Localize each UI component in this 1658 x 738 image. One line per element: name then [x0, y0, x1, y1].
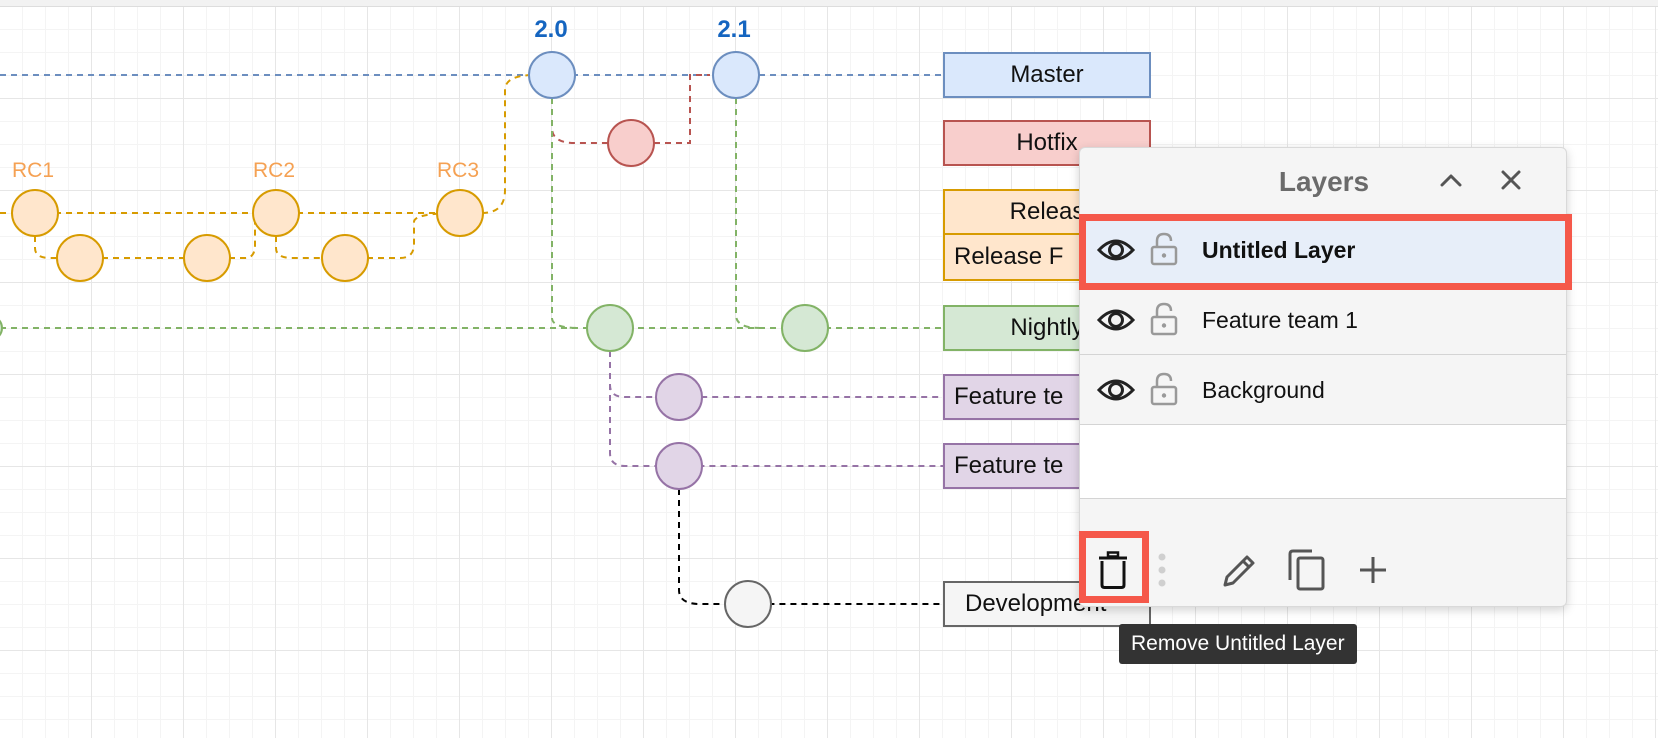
version-label-2-1: 2.1	[717, 16, 751, 43]
development-connector	[678, 489, 943, 605]
pencil-icon	[1223, 555, 1255, 587]
layers-toolbar	[1080, 532, 1566, 606]
release-node-rc3[interactable]	[436, 189, 484, 237]
close-icon	[1501, 170, 1521, 190]
nightly-node-2[interactable]	[781, 304, 829, 352]
layer-row-feature-team-1[interactable]: Feature team 1	[1080, 285, 1566, 355]
feature-2-connector	[609, 351, 943, 467]
master-to-nightly-connector-1	[551, 98, 581, 329]
release-sub-connector-1	[34, 236, 80, 259]
release-node-rc1[interactable]	[11, 189, 59, 237]
version-label-2-0: 2.0	[534, 16, 568, 43]
unlock-icon[interactable]	[1150, 302, 1178, 336]
release-sub-node-1[interactable]	[56, 234, 104, 282]
more-options-button[interactable]	[1147, 542, 1177, 598]
rc-label-1: RC1	[11, 159, 54, 182]
hotfix-node[interactable]	[607, 119, 655, 167]
hotfix-connector-out	[654, 74, 710, 144]
layers-panel: Layers Untitle	[1079, 147, 1567, 607]
chevron-up-icon	[1440, 174, 1462, 187]
master-node-2-0[interactable]	[528, 51, 576, 99]
layer-name: Feature team 1	[1202, 307, 1358, 333]
vertical-dots-icon	[1158, 553, 1166, 587]
layer-name: Untitled Layer	[1202, 237, 1356, 263]
duplicate-icon	[1288, 549, 1325, 591]
rc-label-2: RC2	[252, 159, 295, 182]
eye-icon[interactable]	[1097, 304, 1135, 336]
unlock-icon[interactable]	[1150, 372, 1178, 406]
add-layer-button[interactable]	[1345, 542, 1401, 598]
edit-layer-button[interactable]	[1212, 542, 1268, 598]
duplicate-layer-button[interactable]	[1278, 542, 1334, 598]
nightly-node-1[interactable]	[586, 304, 634, 352]
close-panel-button[interactable]	[1493, 162, 1529, 198]
layer-row-untitled-layer[interactable]: Untitled Layer	[1080, 215, 1566, 285]
feature-1-node[interactable]	[655, 373, 703, 421]
master-node-2-1[interactable]	[712, 51, 760, 99]
release-sub-node-2[interactable]	[183, 234, 231, 282]
eye-icon[interactable]	[1097, 234, 1135, 266]
delete-tooltip: Remove Untitled Layer	[1119, 624, 1357, 664]
branch-label-master[interactable]: Master	[943, 52, 1151, 98]
canvas-top-border	[0, 0, 1658, 7]
feature-2-node[interactable]	[655, 442, 703, 490]
release-node-rc2[interactable]	[252, 189, 300, 237]
release-sub-connector-4	[345, 212, 461, 259]
release-to-master-connector	[481, 74, 536, 214]
layers-panel-title: Layers	[1278, 166, 1370, 197]
master-to-nightly-connector-2	[735, 98, 761, 329]
release-sub-node-3[interactable]	[321, 234, 369, 282]
trash-icon	[1099, 551, 1127, 589]
hotfix-connector-in	[551, 98, 630, 144]
rc-label-3: RC3	[436, 159, 479, 182]
collapse-panel-button[interactable]	[1433, 162, 1469, 198]
delete-layer-button[interactable]	[1085, 542, 1141, 598]
nightly-node-edge[interactable]	[0, 316, 3, 340]
plus-icon	[1360, 557, 1386, 583]
eye-icon[interactable]	[1097, 374, 1135, 406]
layer-name: Background	[1202, 377, 1325, 403]
development-node[interactable]	[724, 580, 772, 628]
layer-list: Untitled Layer Feature team 1	[1080, 214, 1566, 499]
layer-row-background[interactable]: Background	[1080, 355, 1566, 425]
release-sub-connector-3	[275, 236, 345, 259]
unlock-icon[interactable]	[1150, 232, 1178, 266]
